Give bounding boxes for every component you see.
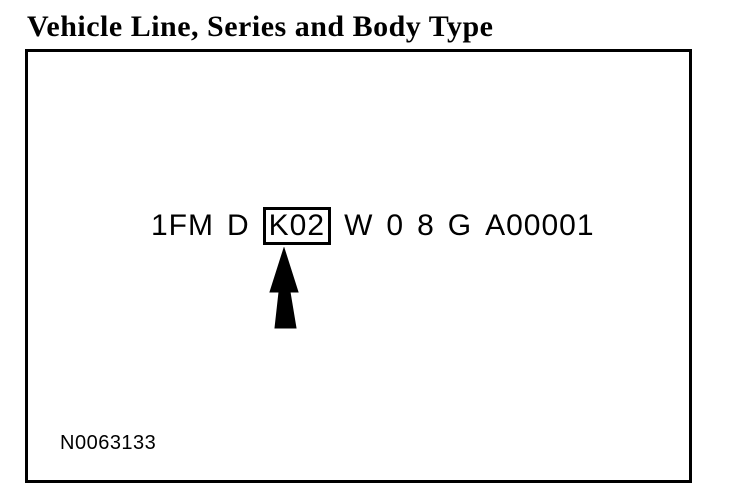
vin-segment-restraint: D bbox=[227, 209, 250, 242]
vin-segment-world-manufacturer: 1FM bbox=[151, 209, 214, 242]
vin-segment-highlight-box: K02 bbox=[262, 207, 332, 245]
vin-segment-sequence-number: A00001 bbox=[485, 209, 595, 242]
vin-segment-model-year: 8 bbox=[417, 209, 435, 242]
page-title: Vehicle Line, Series and Body Type bbox=[27, 10, 494, 43]
vin-code: 1FM D K02 W 0 8 G A00001 bbox=[151, 207, 595, 245]
vin-segment-check-digit: 0 bbox=[386, 209, 405, 242]
figure-reference-number: N0063133 bbox=[60, 432, 157, 454]
vin-segment-engine: W bbox=[344, 209, 374, 242]
vin-segment-assembly-plant: G bbox=[447, 209, 473, 242]
up-arrow-icon bbox=[267, 246, 301, 329]
figure-frame: 1FM D K02 W 0 8 G A00001 N0063133 bbox=[25, 49, 692, 483]
